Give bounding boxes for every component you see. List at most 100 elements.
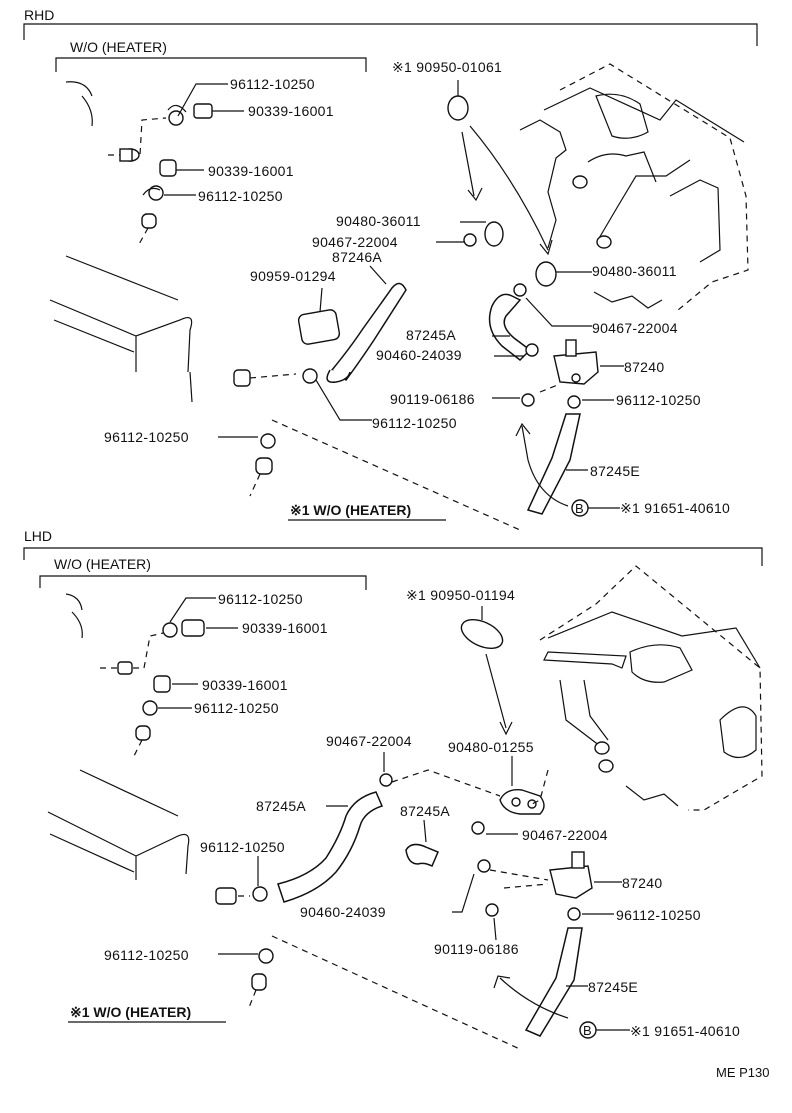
rhd-arrowhead-3 <box>515 422 531 437</box>
rhd-leader-p17 <box>315 379 372 421</box>
lhd-arrow-2 <box>499 977 569 1019</box>
lhd-pipe-stub-1 <box>117 661 133 675</box>
lhd-plug-2 <box>153 675 171 693</box>
lhd-clamp-3 <box>252 886 268 902</box>
rhd-valve-lever <box>565 339 577 357</box>
rhd-dash-2 <box>137 227 149 247</box>
rhd-unit-ridge <box>543 87 745 143</box>
lhd-label-p6: 90467-22004 <box>326 733 412 749</box>
rhd-clamp-6 <box>513 283 527 297</box>
rhd-block-top <box>65 255 179 301</box>
rhd-pipe-end-2 <box>141 213 157 229</box>
lhd-clamp-7 <box>477 859 491 873</box>
lhd-grommet-hole-b <box>527 799 537 809</box>
lhd-dash-5 <box>391 769 501 797</box>
lhd-circle-b-label: B <box>583 1023 592 1038</box>
rhd-clamp-1-ear <box>167 104 187 113</box>
lhd-plug-1 <box>181 619 205 637</box>
lhd-pipe-end-3 <box>215 887 237 905</box>
lhd-pipe-end-2 <box>135 725 151 741</box>
rhd-arrowhead-1 <box>467 187 483 202</box>
rhd-valve-port <box>571 373 581 383</box>
lhd-unit-ridge <box>547 611 761 669</box>
rhd-subbracket <box>55 57 367 72</box>
lhd-subbracket <box>39 575 367 590</box>
lhd-note: ※1 W/O (HEATER) <box>70 1004 191 1020</box>
rhd-valve-87240 <box>553 351 599 385</box>
rhd-unit-left <box>519 119 567 249</box>
lhd-label-p7: 90480-01255 <box>448 739 534 755</box>
rhd-clamp-4 <box>260 433 276 449</box>
rhd-block-edge <box>189 371 193 403</box>
rhd-pipe-87245e <box>526 413 581 515</box>
lhd-block-top <box>79 769 179 817</box>
lhd-leader-p9 <box>423 819 427 843</box>
rhd-arrow-2 <box>469 125 549 251</box>
rhd-hose-bend <box>326 369 351 383</box>
lhd-block-inner <box>49 833 135 873</box>
rhd-bolt-90119 <box>521 393 535 407</box>
rhd-clamp-1 <box>168 110 184 126</box>
rhd-label-p1: 96112-10250 <box>230 76 315 92</box>
lhd-clamp-5 <box>379 773 393 787</box>
lhd-leader-p1 <box>169 597 216 623</box>
rhd-grommet-90480-b <box>535 261 557 287</box>
rhd-unit-port-a <box>572 175 588 189</box>
lhd-dash-1 <box>100 631 169 669</box>
rhd-label-p10: 90480-36011 <box>592 263 677 279</box>
rhd-dash-1 <box>108 117 167 156</box>
rhd-label-p20: ※1 91651-40610 <box>620 500 730 516</box>
rhd-label-p15: 90119-06186 <box>390 391 475 407</box>
lhd-section: LHD W/O (HEATER) 96112-10250 90339-16001… <box>23 528 763 1051</box>
rhd-leader-p1 <box>177 83 228 117</box>
rhd-label-p9: 90959-01294 <box>250 268 336 284</box>
rhd-clamp-5 <box>463 233 477 247</box>
rhd-unit-panel <box>595 93 649 139</box>
lhd-leader-p15 <box>493 917 497 941</box>
lhd-unit-bracket <box>543 651 627 669</box>
rhd-label-p12: 87245A <box>406 327 456 343</box>
lhd-clamp-6 <box>471 821 485 835</box>
lhd-clamp-1 <box>162 622 178 638</box>
rhd-grommet-90959 <box>297 309 341 345</box>
lhd-label-p10: 96112-10250 <box>200 839 285 855</box>
lhd-dash-7 <box>503 883 549 889</box>
lhd-label-p13: 90460-24039 <box>300 904 386 920</box>
lhd-title: LHD <box>24 528 52 544</box>
lhd-label-p3: 90339-16001 <box>202 677 288 693</box>
rhd-circle-b-label: B <box>575 501 584 516</box>
rhd-section: RHD W/O (HEATER) 96112-10250 90339-16001… <box>23 7 758 531</box>
rhd-pipe-end-4 <box>255 457 273 475</box>
rhd-pipe-end-3 <box>233 369 251 387</box>
lhd-label-p12: 87240 <box>622 875 662 891</box>
lhd-label-p15: 90119-06186 <box>434 941 519 957</box>
rhd-arrow-3 <box>521 425 569 507</box>
lhd-label-p18: ※1 91651-40610 <box>630 1023 740 1039</box>
lhd-dash-2 <box>133 739 143 757</box>
rhd-title: RHD <box>24 7 54 23</box>
rhd-label-p13: 90460-24039 <box>376 347 462 363</box>
rhd-label-p7: 90467-22004 <box>312 234 398 250</box>
rhd-block-inner <box>53 319 135 353</box>
rhd-grommet-90480-a <box>484 221 504 247</box>
rhd-plug-2 <box>159 159 177 177</box>
lhd-label-p4: 96112-10250 <box>194 700 279 716</box>
lhd-dash-6 <box>489 869 549 881</box>
lhd-clamp-4 <box>258 948 274 964</box>
rhd-bracket <box>23 23 758 46</box>
lhd-unit-bottom <box>625 785 679 807</box>
lhd-pipe-end-4 <box>251 973 267 991</box>
lhd-label-p8: 87245A <box>256 798 306 814</box>
rhd-dash-5 <box>539 383 561 393</box>
rhd-unit-tube-b <box>597 159 691 241</box>
lhd-label-p11: 90467-22004 <box>522 827 608 843</box>
rhd-leader-p9 <box>319 287 323 313</box>
rhd-subtitle: W/O (HEATER) <box>70 39 167 55</box>
lhd-pipe-87245e <box>524 927 583 1037</box>
rhd-note-dash <box>271 419 521 531</box>
lhd-bolt-90119 <box>485 903 499 917</box>
rhd-label-p2: 90339-16001 <box>248 103 334 119</box>
rhd-hose-87245a <box>488 293 532 361</box>
lhd-note-dash <box>271 935 523 1051</box>
rhd-dash-3 <box>249 373 297 379</box>
